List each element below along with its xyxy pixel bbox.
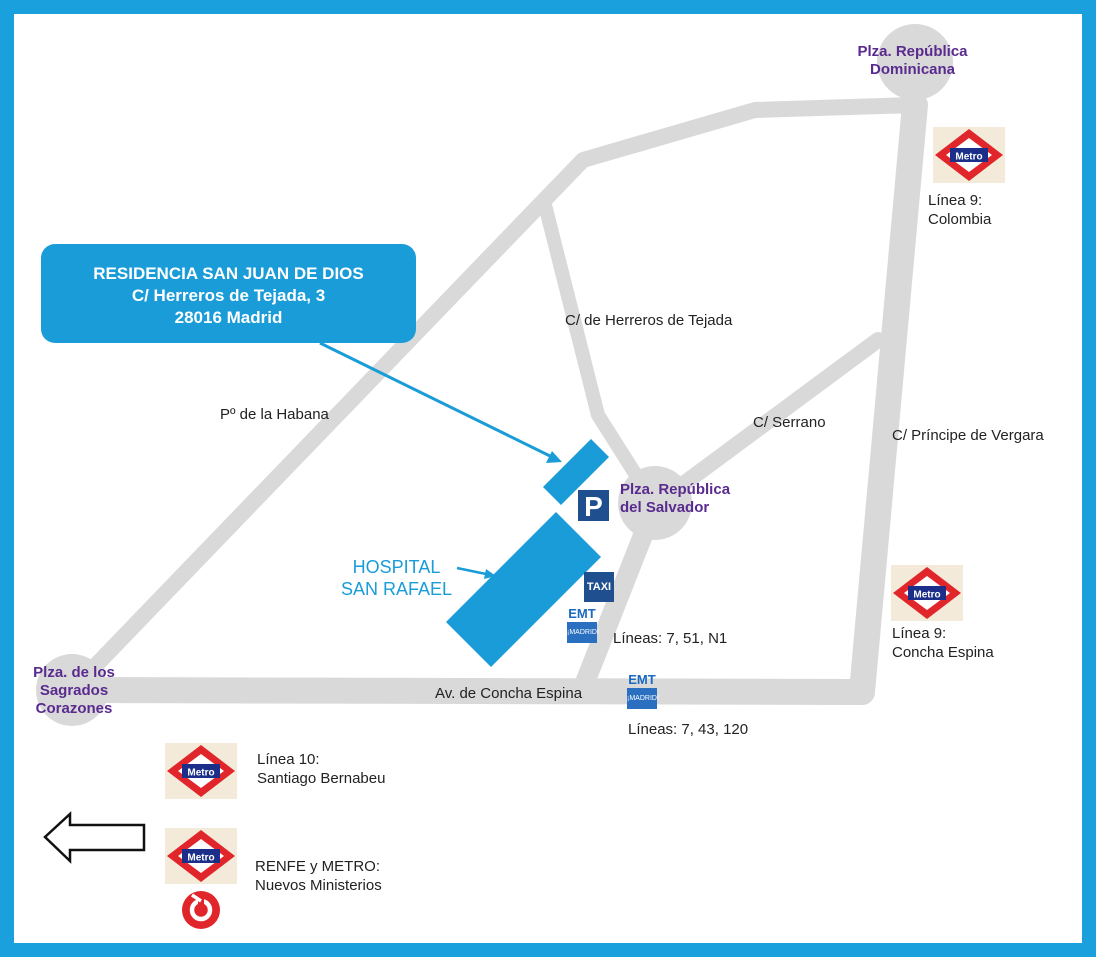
metro-colombia-label: Línea 9: Colombia: [928, 191, 991, 229]
plaza-sagrados-line2: Sagrados: [39, 682, 109, 699]
residencia-callout: RESIDENCIA SAN JUAN DE DIOS C/ Herreros …: [41, 244, 416, 343]
callout-pointer: [319, 341, 562, 463]
road-concha-espina: [59, 677, 875, 705]
plaza-sagrados-label: Plza. de los Sagrados Corazones: [22, 664, 126, 718]
metro-colombia-station: Colombia: [928, 211, 992, 228]
metro-logo-text: Metro: [187, 768, 214, 779]
metro-logo-text: Metro: [955, 152, 982, 163]
road-principe: [849, 92, 928, 705]
madrid-badge: ¡MADRID!: [567, 622, 599, 643]
renfe-metro-line: RENFE y METRO:: [255, 858, 381, 875]
emt-label: EMT: [628, 672, 656, 687]
hospital-pointer: [456, 566, 496, 579]
residencia-name: RESIDENCIA SAN JUAN DE DIOS: [93, 264, 364, 283]
road-habana: [64, 97, 923, 698]
metro-logo-text: Metro: [913, 590, 940, 601]
renfe-metro-label: RENFE y METRO: Nuevos Ministerios: [255, 857, 382, 895]
residencia-building: [543, 439, 609, 505]
metro-concha-line: Línea 9:: [892, 625, 947, 642]
metro-concha-label: Línea 9: Concha Espina: [892, 624, 994, 662]
plaza-sagrados-line1: Plza. de los: [33, 664, 115, 681]
plaza-salvador-label: Plza. República del Salvador: [620, 481, 730, 517]
plaza-salvador-circle: [618, 466, 692, 540]
street-label-principe: C/ Príncipe de Vergara: [892, 427, 1044, 444]
renfe-logo-icon: [182, 891, 220, 929]
renfe-metro-station: Nuevos Ministerios: [255, 877, 382, 894]
bus-lines-bottom: Líneas: 7, 43, 120: [628, 721, 749, 738]
residencia-city: 28016 Madrid: [174, 308, 283, 327]
residencia-address: C/ Herreros de Tejada, 3: [131, 286, 326, 305]
metro-colombia-line: Línea 9:: [928, 192, 983, 209]
plaza-salvador-line1: Plza. República: [620, 481, 731, 498]
metro-concha-station: Concha Espina: [892, 644, 994, 661]
parking-icon: P: [577, 489, 610, 522]
metro-logo-text: Metro: [187, 853, 214, 864]
plaza-sagrados-line3: Corazones: [35, 700, 113, 717]
metro-diamond-icon: Metro: [935, 129, 1003, 181]
madrid-badge: ¡MADRID!: [627, 688, 659, 709]
hospital-building: [446, 512, 601, 667]
hospital-label: HOSPITAL SAN RAFAEL: [341, 556, 452, 600]
street-label-serrano: C/ Serrano: [753, 414, 826, 431]
metro-diamond-icon: Metro: [167, 745, 235, 797]
emt-bus-stop-top-icon: EMT ¡MADRID!: [566, 606, 599, 643]
plaza-dominicana-label: Plza. República Dominicana: [845, 43, 980, 79]
emt-label: EMT: [568, 606, 596, 621]
hospital-label-line1: HOSPITAL: [352, 557, 441, 577]
bus-lines-top: Líneas: 7, 51, N1: [613, 630, 728, 647]
plaza-dominicana-line2: Dominicana: [869, 61, 956, 78]
road-serrano: [647, 332, 886, 513]
plaza-sagrados-circle: [36, 654, 108, 726]
street-label-herreros: C/ de Herreros de Tejada: [565, 312, 733, 329]
metro-diamond-icon: Metro: [893, 567, 961, 619]
plaza-dominicana-line1: Plza. República: [857, 43, 968, 60]
taxi-icon: TAXI: [584, 572, 614, 602]
hospital-label-line2: SAN RAFAEL: [341, 579, 453, 599]
plaza-dominicana-circle: [877, 24, 953, 100]
metro-bernabeu-station: Santiago Bernabeu: [257, 770, 386, 787]
metro-diamond-icon: Metro: [167, 830, 235, 882]
plaza-salvador-line2: del Salvador: [620, 499, 710, 516]
street-label-concha: Av. de Concha Espina: [435, 685, 583, 702]
arrow-left-icon: [43, 811, 146, 864]
metro-bernabeu-line: Línea 10:: [257, 751, 320, 768]
emt-bus-stop-bottom-icon: EMT ¡MADRID!: [626, 672, 659, 709]
metro-bernabeu-label: Línea 10: Santiago Bernabeu: [257, 750, 385, 788]
street-label-habana: Pº de la Habana: [220, 406, 329, 423]
